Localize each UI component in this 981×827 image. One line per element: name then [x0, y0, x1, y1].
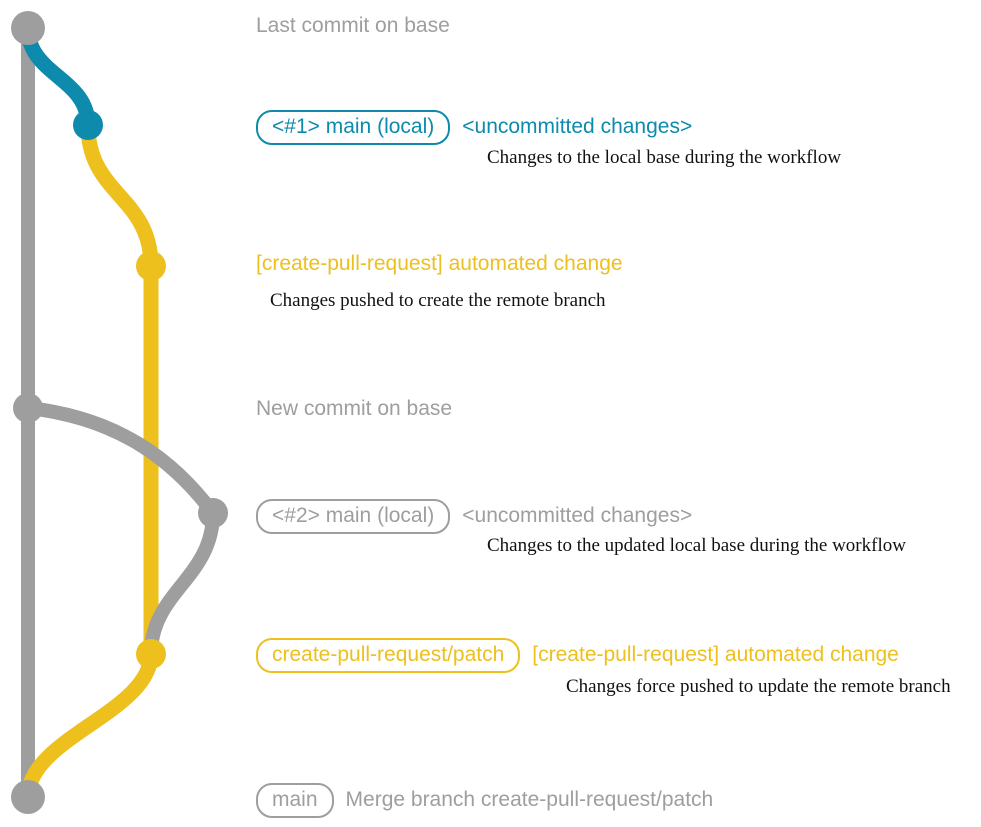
commit-note-local-1: Changes to the local base during the wor… [487, 147, 842, 168]
commit-node-merge[interactable] [11, 780, 45, 814]
commit-subject: Merge branch create-pull-request/patch [345, 788, 714, 811]
commit-node-last-commit-on-base[interactable] [11, 11, 45, 45]
commit-subject: <uncommitted changes> [462, 115, 693, 138]
commit-node-new-commit-on-base[interactable] [13, 393, 43, 423]
commit-row-local-1: <#1> main (local) <uncommitted changes> [256, 110, 692, 145]
edge-patch2-to-merge [20, 646, 159, 805]
ref-chip-main[interactable]: main [256, 783, 334, 818]
edge-base-to-local1 [20, 20, 96, 133]
edge-base-to-local2 [21, 401, 220, 520]
edge-local1-to-patch1 [80, 117, 159, 274]
commit-subject: <uncommitted changes> [462, 504, 693, 527]
ref-chip-create-pull-request-patch[interactable]: create-pull-request/patch [256, 638, 521, 673]
commit-subject: Last commit on base [256, 14, 450, 37]
commit-node-patch-2[interactable] [136, 639, 166, 669]
commit-row-local-2: <#2> main (local) <uncommitted changes> [256, 499, 692, 534]
ref-chip-main-local-2[interactable]: <#2> main (local) [256, 499, 451, 534]
ref-chip-main-local-1[interactable]: <#1> main (local) [256, 110, 451, 145]
edge-local2-to-patch2 [144, 506, 220, 661]
commit-node-patch-1[interactable] [136, 251, 166, 281]
commit-note-local-2: Changes to the updated local base during… [487, 535, 906, 556]
commit-node-local-1[interactable] [73, 110, 103, 140]
commit-note-patch-2: Changes force pushed to update the remot… [566, 676, 951, 697]
commit-subject: New commit on base [256, 397, 453, 420]
commit-subject: [create-pull-request] automated change [256, 252, 623, 275]
commit-row-patch-1: [create-pull-request] automated change [256, 253, 623, 274]
commit-row-last-commit: Last commit on base [256, 15, 450, 36]
commit-row-patch-2: create-pull-request/patch [create-pull-r… [256, 638, 899, 673]
commit-node-local-2[interactable] [198, 498, 228, 528]
commit-note-patch-1: Changes pushed to create the remote bran… [270, 290, 606, 311]
commit-subject: [create-pull-request] automated change [532, 643, 899, 666]
commit-row-new-commit: New commit on base [256, 398, 452, 419]
commit-row-merge: main Merge branch create-pull-request/pa… [256, 783, 713, 818]
